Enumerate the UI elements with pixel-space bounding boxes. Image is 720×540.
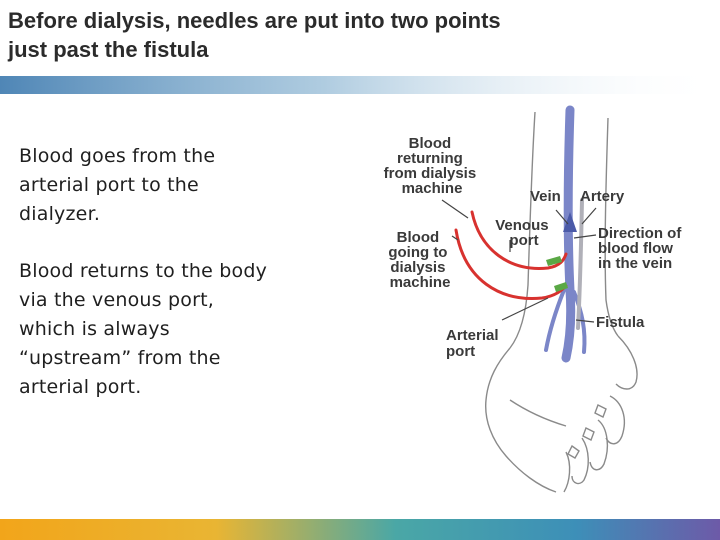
bottom-accent-bar <box>0 519 720 540</box>
finger-1 <box>605 395 626 445</box>
label-artery: Artery <box>580 188 625 205</box>
label-blood-returning: Blood returning from dialysis machine <box>384 135 481 197</box>
fingernail-1 <box>594 404 607 418</box>
label-vein: Vein <box>530 188 561 205</box>
finger-4 <box>563 451 571 493</box>
hand-outline <box>485 347 557 493</box>
pointer-blood-returning <box>441 199 469 219</box>
slide-title: Before dialysis, needles are put into tw… <box>8 6 708 64</box>
arm-outline <box>485 111 638 493</box>
label-pointers <box>441 199 597 323</box>
label-venous-port: Venous port <box>495 217 553 249</box>
body-line: Blood returns to the body <box>19 260 268 282</box>
body-line: via the venous port, <box>19 289 214 311</box>
body-line: which is always <box>19 318 170 340</box>
thumb <box>615 335 638 390</box>
arterial-needle <box>554 282 568 292</box>
pointer-blood-going <box>451 235 459 241</box>
body-paragraph-1: Blood goes from the arterial port to the… <box>19 142 349 229</box>
arterial-tube <box>454 228 568 300</box>
title-accent-bar <box>0 76 720 94</box>
pointer-arterial-port <box>501 297 549 321</box>
artery-vessel <box>576 198 584 330</box>
venous-needle <box>546 256 562 266</box>
pointer-artery <box>581 207 597 225</box>
finger-2 <box>589 419 609 471</box>
body-line: arterial port to the <box>19 174 199 196</box>
forearm-left-edge <box>509 111 536 349</box>
flow-direction-arrow <box>563 212 577 232</box>
body-line: “upstream” from the <box>19 347 221 369</box>
body-paragraph-2: Blood returns to the body via the venous… <box>19 257 349 402</box>
label-fistula: Fistula <box>596 314 645 331</box>
slide-title-line-2: just past the fistula <box>8 37 209 62</box>
forearm-right-edge <box>604 117 619 337</box>
venous-tube <box>470 210 568 270</box>
diagram-labels: Blood returning from dialysis machine Ve… <box>384 135 686 360</box>
body-line: arterial port. <box>19 376 142 398</box>
fingernail-2 <box>582 427 595 441</box>
label-arterial-port: Arterial port <box>446 327 503 360</box>
pointer-vein <box>555 209 569 225</box>
label-blood-going: Blood going to dialysis machine <box>388 229 451 291</box>
body-line: Blood goes from the <box>19 145 216 167</box>
fingernail-3 <box>567 444 580 459</box>
slide-title-line-1: Before dialysis, needles are put into tw… <box>8 8 501 33</box>
pointer-direction <box>573 234 597 239</box>
finger-3 <box>571 437 589 485</box>
fistula-diagram: Blood returning from dialysis machine Ve… <box>384 105 686 493</box>
body-line: dialyzer. <box>19 203 101 225</box>
palm-crease <box>509 399 567 427</box>
needles <box>546 256 568 292</box>
label-direction-of-flow: Direction of blood flow in the vein <box>598 225 686 272</box>
pointer-fistula <box>575 319 595 323</box>
